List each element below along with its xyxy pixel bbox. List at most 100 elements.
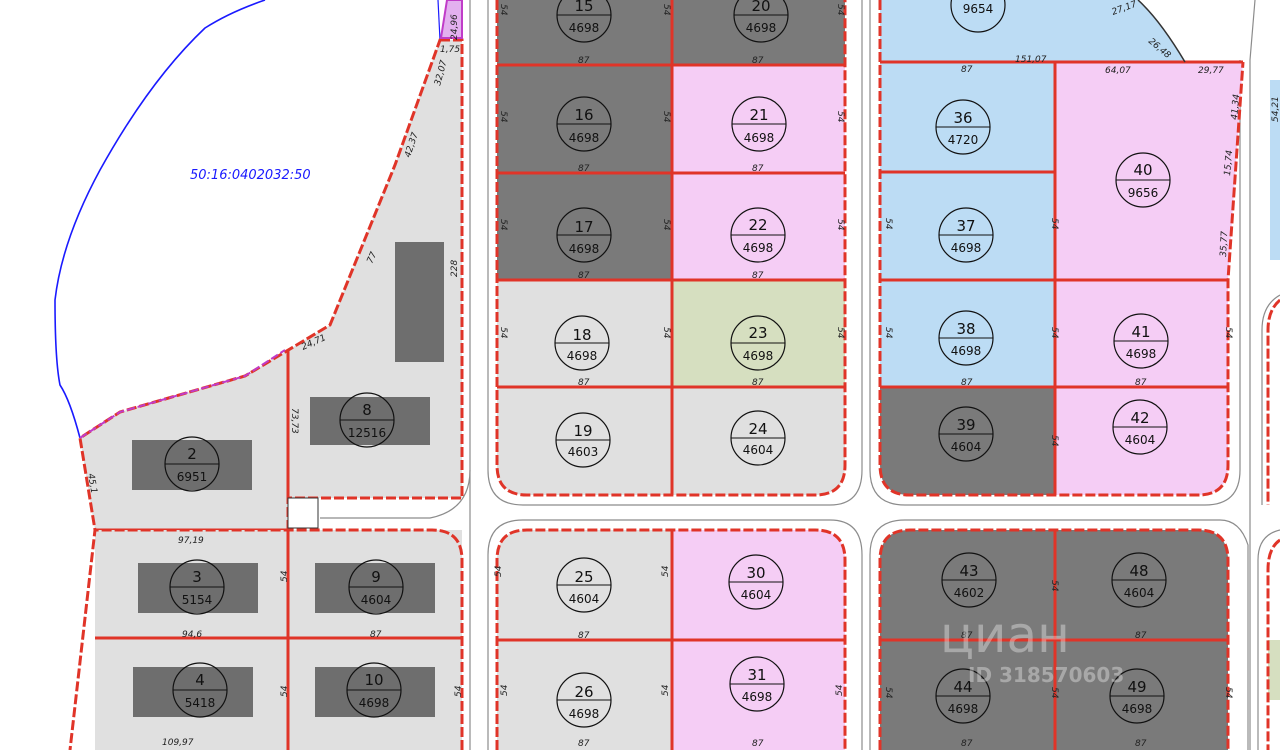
dim-label: 87 — [1135, 378, 1147, 388]
watermark: циан ID 318570603 — [940, 606, 1124, 687]
dim-label: 87 — [1135, 739, 1147, 749]
lot-15-fill — [497, 0, 672, 65]
lot-number: 44 — [953, 678, 972, 696]
middle-lower-dividers — [497, 530, 845, 750]
lot-number: 9 — [371, 568, 381, 586]
lot-number: 15 — [574, 0, 593, 15]
road-notch — [287, 497, 319, 529]
lot-label-43: 43 4602 — [941, 552, 997, 608]
far-right-green-fill — [1268, 640, 1280, 700]
dim-label: 54 — [883, 327, 893, 339]
dim-label: 54 — [835, 684, 845, 696]
dim-label: 54 — [1049, 218, 1059, 230]
dim-label: 87 — [961, 378, 973, 388]
lot-area: 4604 — [1124, 586, 1155, 600]
dim-label: 87 — [752, 378, 764, 388]
lot-21-fill — [672, 65, 845, 173]
lot-area: 5418 — [185, 696, 216, 710]
lot-label-24: 24 4604 — [730, 410, 786, 466]
dim-label: 29,77 — [1198, 66, 1224, 76]
lot-16-fill — [497, 65, 672, 173]
lot-label-2: 2 6951 — [164, 436, 220, 492]
watermark-id: ID 318570603 — [968, 663, 1124, 687]
dim-label: 54 — [1223, 687, 1233, 699]
dim-label: 54 — [498, 219, 508, 231]
lot-area: 4602 — [954, 586, 985, 600]
lot-number: 24 — [748, 420, 767, 438]
lot-label-37: 37 4698 — [938, 207, 994, 263]
far-right-blue-fill — [1270, 80, 1280, 260]
watermark-brand: циан — [940, 606, 1070, 664]
lot-label-41: 41 4698 — [1113, 313, 1169, 369]
lot-label-23: 23 4698 — [730, 315, 786, 371]
lot-area: 4604 — [569, 592, 600, 606]
dim-label: 94,6 — [182, 630, 202, 640]
lot-label-48: 48 4604 — [1111, 552, 1167, 608]
dim-label: 54 — [1049, 580, 1059, 592]
building-7 — [315, 667, 435, 717]
dim-label: 87 — [752, 164, 764, 174]
lot-label-3: 3 5154 — [169, 559, 225, 615]
lot-label-42: 42 4604 — [1112, 399, 1168, 455]
dim-label: 97,19 — [178, 536, 204, 546]
lot-number: 17 — [574, 218, 593, 236]
dim-label: 54 — [1049, 327, 1059, 339]
lot-label-26: 26 4698 — [556, 672, 612, 728]
purple-corner-wedge — [439, 0, 463, 39]
lot-number: 4 — [195, 671, 205, 689]
dim-label: 87 — [578, 631, 590, 641]
lot-area: 5154 — [182, 593, 213, 607]
lot-number: 25 — [574, 568, 593, 586]
road-curbs — [320, 0, 1280, 750]
lot-area: 4698 — [1122, 702, 1153, 716]
lot-area: 4698 — [569, 242, 600, 256]
lot-label-20: 20 4698 — [733, 0, 789, 43]
lot-label-21: 21 4698 — [731, 96, 787, 152]
dim-label: 54,21 — [1271, 96, 1280, 122]
lot-label-30: 30 4604 — [728, 554, 784, 610]
dim-label: 35,77 — [1219, 231, 1230, 258]
lot-42-fill — [1055, 387, 1228, 495]
lot-number: 23 — [748, 324, 767, 342]
lot-label-38: 38 4698 — [938, 310, 994, 366]
lot-area: 6951 — [177, 470, 208, 484]
lot-label-18: 18 4698 — [554, 315, 610, 371]
lot-label-8: 8 12516 — [339, 392, 395, 448]
lot-18-fill — [497, 280, 672, 387]
lot-number: 43 — [959, 562, 978, 580]
parcel-outline-right — [437, 0, 441, 41]
lot-area: 4698 — [569, 131, 600, 145]
lot-area: 4604 — [741, 588, 772, 602]
lot-number: 39 — [956, 416, 975, 434]
dim-label: 54 — [883, 218, 893, 230]
dim-label: 54 — [883, 687, 893, 699]
dim-label: 54 — [498, 327, 508, 339]
far-right-boundary — [1266, 298, 1280, 505]
dim-label: 54 — [1049, 435, 1059, 447]
dim-label: 54 — [500, 684, 510, 696]
lot-number: 37 — [956, 217, 975, 235]
lot-number: 40 — [1133, 161, 1152, 179]
dim-label: 54 — [454, 685, 464, 697]
lot-labels: 2 6951 3 5154 4 5418 8 12516 9 4604 — [164, 0, 1171, 728]
dim-label: 54 — [661, 327, 671, 339]
lot-number: 36 — [953, 109, 972, 127]
dim-label: 54 — [661, 111, 671, 123]
lot-area: 4604 — [951, 440, 982, 454]
lot-area: 4698 — [951, 344, 982, 358]
lot-number: 22 — [748, 216, 767, 234]
lot-number: 10 — [364, 671, 383, 689]
lot-9654-curve-edge — [1137, 0, 1186, 63]
lot-label-4: 4 5418 — [172, 662, 228, 718]
dim-label: 87 — [578, 271, 590, 281]
cadastral-number-label: 50:16:0402032:50 — [190, 168, 311, 183]
lot-label-36: 36 4720 — [935, 99, 991, 155]
dim-label: 54 — [1049, 687, 1059, 699]
purple-boundary-edge — [79, 349, 286, 439]
dim-label: 54 — [835, 4, 845, 16]
dim-label: 109,97 — [162, 738, 194, 748]
dim-label: 87 — [961, 631, 973, 641]
lot-number: 20 — [751, 0, 770, 15]
lot-number: 19 — [573, 422, 592, 440]
lot-number: 42 — [1130, 409, 1149, 427]
